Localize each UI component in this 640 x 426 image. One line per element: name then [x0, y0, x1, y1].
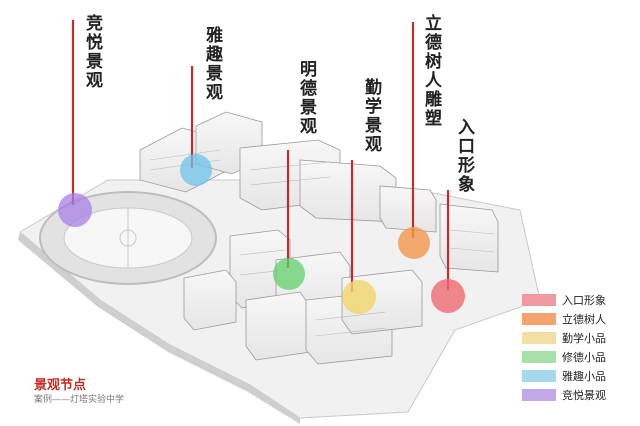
- legend-label: 雅趣小品: [562, 369, 606, 383]
- legend-item: 勤学小品: [522, 328, 632, 347]
- legend-label: 入口形象: [562, 293, 606, 307]
- marker-yaqu: [180, 154, 212, 186]
- label-mingde: 明德景观: [296, 60, 316, 136]
- legend-label: 勤学小品: [562, 331, 606, 345]
- legend: 入口形象 立德树人 勤学小品 修德小品 雅趣小品 竞悦景观: [522, 290, 632, 404]
- legend-item: 立德树人: [522, 309, 632, 328]
- legend-swatch: [522, 350, 556, 363]
- legend-item: 入口形象: [522, 290, 632, 309]
- legend-label: 竞悦景观: [562, 388, 606, 402]
- legend-swatch: [522, 388, 556, 401]
- legend-item: 雅趣小品: [522, 366, 632, 385]
- label-lide: 立德树人雕塑: [421, 14, 441, 128]
- label-yaqu: 雅趣景观: [202, 26, 222, 102]
- legend-swatch: [522, 369, 556, 382]
- legend-label: 立德树人: [562, 312, 606, 326]
- legend-swatch: [522, 312, 556, 325]
- legend-item: 修德小品: [522, 347, 632, 366]
- marker-jingyue: [58, 193, 92, 227]
- site-edge: [18, 232, 300, 424]
- marker-mingde: [273, 258, 305, 290]
- caption-title: 景观节点: [34, 378, 87, 393]
- marker-qinxue: [342, 280, 376, 314]
- legend-swatch: [522, 293, 556, 306]
- marker-rukou: [431, 279, 465, 313]
- legend-label: 修德小品: [562, 350, 606, 364]
- node-markers: [58, 20, 465, 314]
- caption-subtitle: 案例——灯塔实验中学: [34, 395, 125, 405]
- legend-swatch: [522, 331, 556, 344]
- marker-lide: [398, 227, 430, 259]
- label-rukou: 入口形象: [454, 118, 474, 194]
- legend-item: 竞悦景观: [522, 385, 632, 404]
- label-qinxue: 勤学景观: [361, 78, 381, 154]
- label-jingyue: 竞悦景观: [82, 14, 102, 90]
